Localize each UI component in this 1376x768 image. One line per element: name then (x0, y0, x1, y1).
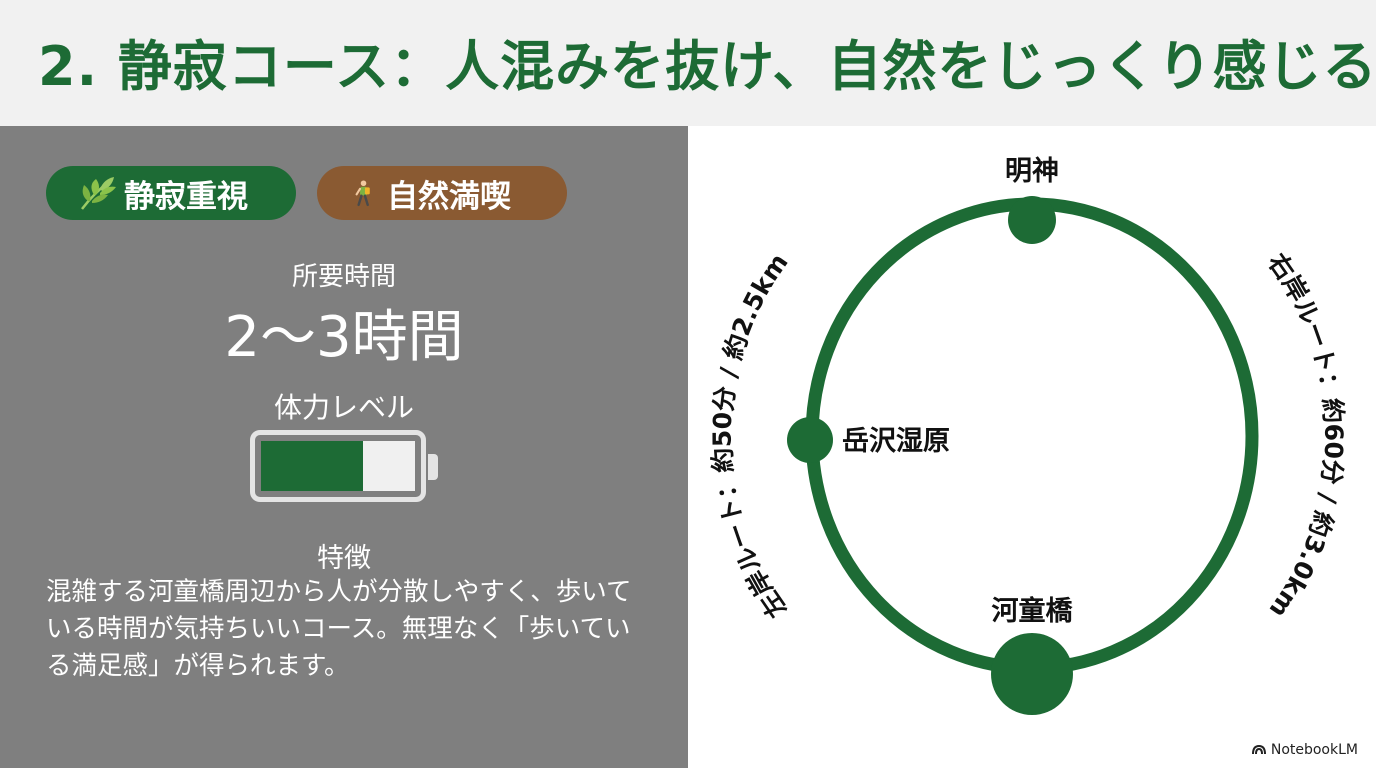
route-diagram: 明神 岳沢湿原 河童橋 左岸ルート：約50分 / 約2.5km 右岸ルート：約6… (708, 156, 1348, 715)
svg-text:左岸ルート：約50分 / 約2.5km: 左岸ルート：約50分 / 約2.5km (708, 248, 794, 623)
node-dakesawa (787, 417, 833, 463)
tag-nature: 自然満喫 (317, 166, 567, 220)
right-route-label: 右岸ルート：約60分 / 約3.0km (1262, 248, 1348, 623)
tag-quiet: 静寂重視 (46, 166, 296, 220)
node-label-kappabashi: 河童橋 (992, 595, 1074, 627)
node-myojin (1008, 196, 1056, 244)
tag-nature-label: 自然満喫 (387, 178, 511, 215)
node-label-dakesawa: 岳沢湿原 (842, 426, 950, 457)
badge-label: NotebookLM (1270, 742, 1358, 758)
svg-text:右岸ルート：約60分 / 約3.0km: 右岸ルート：約60分 / 約3.0km (1262, 248, 1348, 623)
header-bar: 2. 静寂コース：人混みを抜け、自然をじっくり感じる (0, 0, 1376, 126)
duration-value: 2〜3時間 (224, 305, 464, 370)
notebooklm-badge: NotebookLM (1251, 742, 1358, 758)
page-title: 2. 静寂コース：人混みを抜け、自然をじっくり感じる (38, 35, 1376, 98)
duration-label: 所要時間 (291, 262, 396, 292)
left-route-label: 左岸ルート：約50分 / 約2.5km (708, 248, 794, 623)
hiker-icon (355, 180, 370, 207)
stamina-level-fill (261, 441, 363, 491)
battery-tip (428, 454, 438, 480)
notebooklm-logo-icon (1251, 745, 1266, 755)
tag-quiet-label: 静寂重視 (124, 178, 248, 215)
leaf-icon (81, 177, 116, 210)
stamina-battery-icon (250, 430, 426, 502)
node-label-myojin: 明神 (1005, 156, 1059, 187)
feature-label: 特徴 (317, 543, 371, 574)
stamina-label: 体力レベル (273, 391, 414, 424)
feature-text: 混雑する河童橋周辺から人が分散しやすく、歩いている時間が気持ちいいコース。無理な… (46, 577, 632, 681)
node-kappabashi (991, 633, 1073, 715)
